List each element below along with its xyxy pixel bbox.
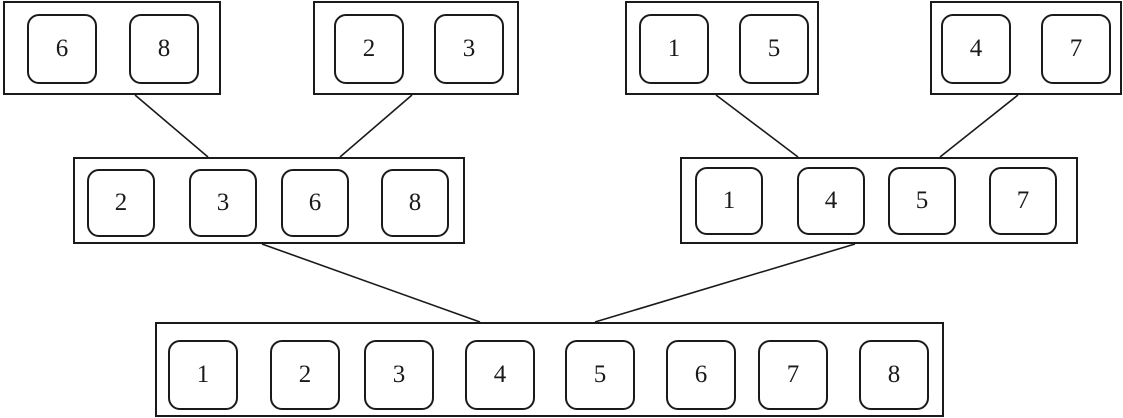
number-cell: 8 (859, 340, 929, 410)
number-cell: 4 (797, 167, 865, 235)
number-cell: 2 (270, 340, 340, 410)
top-group-3: 1 5 (625, 1, 819, 95)
connector-line (715, 94, 799, 158)
number-cell: 1 (695, 167, 763, 235)
number-cell: 6 (666, 340, 736, 410)
number-cell: 7 (758, 340, 828, 410)
number-cell: 3 (364, 340, 434, 410)
number-cell: 1 (639, 14, 709, 84)
connector-line (134, 94, 209, 158)
number-cell: 6 (281, 169, 349, 237)
number-cell: 5 (565, 340, 635, 410)
middle-group-1: 2 3 6 8 (73, 157, 465, 244)
connector-line (939, 94, 1019, 158)
connector-line (339, 94, 413, 158)
number-cell: 7 (989, 167, 1057, 235)
number-cell: 5 (739, 14, 809, 84)
number-cell: 2 (334, 14, 404, 84)
top-group-2: 2 3 (313, 1, 519, 95)
number-cell: 8 (381, 169, 449, 237)
number-cell: 3 (434, 14, 504, 84)
number-cell: 4 (941, 14, 1011, 84)
number-cell: 6 (27, 14, 97, 84)
number-cell: 8 (129, 14, 199, 84)
number-cell: 1 (168, 340, 238, 410)
top-group-4: 4 7 (930, 1, 1122, 95)
number-cell: 7 (1041, 14, 1111, 84)
bottom-group: 1 2 3 4 5 6 7 8 (155, 322, 944, 417)
connector-line (594, 243, 856, 323)
top-group-1: 6 8 (3, 1, 221, 95)
number-cell: 5 (888, 167, 956, 235)
middle-group-2: 1 4 5 7 (680, 157, 1078, 244)
number-cell: 3 (189, 169, 257, 237)
number-cell: 2 (87, 169, 155, 237)
number-cell: 4 (465, 340, 535, 410)
connector-line (261, 243, 481, 323)
